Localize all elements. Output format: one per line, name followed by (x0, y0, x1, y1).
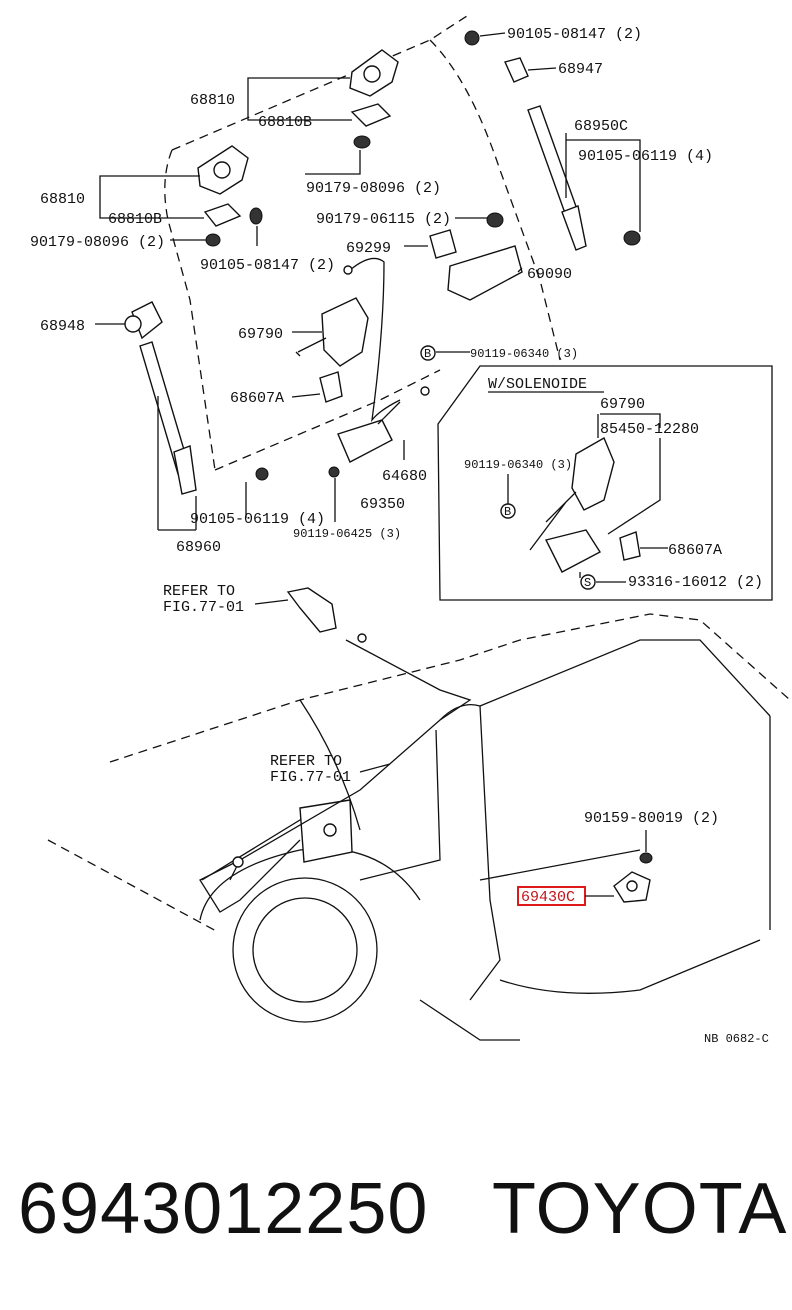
label-69350: 69350 (360, 496, 405, 513)
marker-s (580, 574, 596, 590)
solenoide-inset: W/SOLENOIDE 69790 85450-12280 90119-0634… (437, 365, 773, 601)
vehicle-body (47, 613, 791, 1041)
refer-2-line1: REFER TO (270, 753, 342, 770)
label-90105-06119-right: 90105-06119 (4) (578, 148, 713, 165)
lower-labels: REFER TO FIG.77-01 REFER TO FIG.77-01 90… (163, 583, 769, 1046)
refer-1-line1: REFER TO (163, 583, 235, 600)
label-69430c: 69430C (521, 889, 575, 906)
label-69090: 69090 (527, 266, 572, 283)
label-68607a-b: 68607A (668, 542, 722, 559)
label-69790-b: 69790 (600, 396, 645, 413)
label-68810b-b: 68810B (108, 211, 162, 228)
label-90119-06340-a: 90119-06340 (3) (470, 347, 578, 361)
label-68950c: 68950C (574, 118, 628, 135)
label-90119-06340-b: 90119-06340 (3) (464, 458, 572, 472)
refer-2-line2: FIG.77-01 (270, 769, 351, 786)
label-69790-a: 69790 (238, 326, 283, 343)
marker-s-text: S (584, 576, 591, 590)
marker-b-2-text: B (504, 505, 511, 519)
label-93316-16012: 93316-16012 (2) (628, 574, 763, 591)
upper-labels: 90105-08147 (2) 68947 68810 68810B 68950… (30, 26, 713, 556)
label-90119-06425: 90119-06425 (3) (293, 527, 401, 541)
solenoide-title: W/SOLENOIDE (488, 376, 587, 393)
label-68960: 68960 (176, 539, 221, 556)
label-68948: 68948 (40, 318, 85, 335)
label-85450-12280: 85450-12280 (600, 421, 699, 438)
label-90179-08096-b: 90179-08096 (2) (30, 234, 165, 251)
marker-b-1 (420, 345, 436, 361)
label-90179-08096-a: 90179-08096 (2) (306, 180, 441, 197)
part-number: 6943012250 (18, 1169, 429, 1249)
upper-leader-lines (95, 32, 641, 531)
label-68810-a: 68810 (190, 92, 235, 109)
label-68947: 68947 (558, 61, 603, 78)
label-64680: 64680 (382, 468, 427, 485)
marker-b-1-text: B (424, 347, 431, 361)
back-door-outline (164, 13, 561, 471)
label-90105-08147-top: 90105-08147 (2) (507, 26, 642, 43)
diagram-code: NB 0682-C (704, 1032, 769, 1046)
parts-diagram: 90105-08147 (2) 68947 68810 68810B 68950… (30, 13, 791, 1046)
brand-name: TOYOTA (492, 1169, 788, 1249)
label-68607a-a: 68607A (230, 390, 284, 407)
label-68810-b: 68810 (40, 191, 85, 208)
label-68810b-a: 68810B (258, 114, 312, 131)
label-69299: 69299 (346, 240, 391, 257)
marker-b-2 (500, 503, 516, 519)
label-90159-80019: 90159-80019 (2) (584, 810, 719, 827)
label-90105-06119-left: 90105-06119 (4) (190, 511, 325, 528)
label-90179-06115: 90179-06115 (2) (316, 211, 451, 228)
label-90105-08147-b: 90105-08147 (2) (200, 257, 335, 274)
refer-1-line2: FIG.77-01 (163, 599, 244, 616)
